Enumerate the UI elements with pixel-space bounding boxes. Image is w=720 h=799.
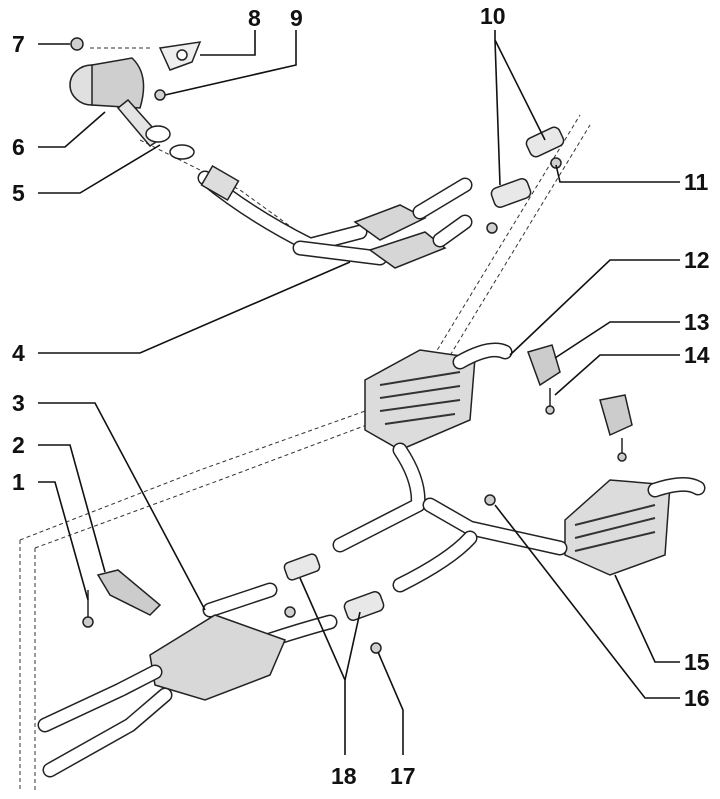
front-hanger: [82, 569, 162, 628]
callout-18: 18: [331, 763, 357, 789]
nut-small: [154, 89, 166, 101]
nut: [70, 37, 84, 51]
callout-labels: 1 2 3 4 5 6 7 8 9 10 11 12 13 14 15 16 1…: [12, 3, 710, 789]
callout-4: 4: [12, 340, 25, 366]
clamp-nut: [486, 222, 498, 234]
front-pipe-assembly: [69, 37, 473, 269]
clamp: [490, 178, 532, 208]
rubber-mount: [96, 569, 162, 616]
callout-3: 3: [12, 390, 25, 416]
hanger-bracket: [527, 344, 561, 387]
callout-5: 5: [12, 180, 25, 206]
flexible-joint: [200, 164, 240, 202]
callout-10: 10: [480, 3, 506, 29]
grommet: [484, 494, 496, 506]
front-muffler: [37, 582, 338, 778]
callout-12: 12: [684, 247, 710, 273]
rear-muffler-left: [364, 342, 513, 451]
clamp-set-upper: [486, 126, 565, 234]
flange-gasket: [145, 125, 171, 143]
clamp-center-lower: [343, 591, 385, 621]
callout-15: 15: [684, 649, 710, 675]
catalytic-converter-right-upper: [353, 204, 427, 241]
clamp-center-upper: [283, 553, 321, 581]
center-pipe-assembly: [283, 442, 568, 654]
leader-lines: [38, 30, 680, 755]
callout-9: 9: [290, 5, 303, 31]
clamp-nut-lower: [370, 642, 382, 654]
hanger-bracket-right: [599, 394, 633, 437]
assembly-frame: [19, 47, 591, 790]
clamp-right: [525, 126, 565, 158]
callout-8: 8: [248, 5, 261, 31]
rear-muffler-right: [564, 477, 706, 576]
callout-2: 2: [12, 432, 25, 458]
callout-7: 7: [12, 31, 25, 57]
rear-hangers: [527, 344, 633, 462]
callout-14: 14: [684, 342, 710, 368]
flange-gasket-lower: [169, 144, 195, 160]
mounting-bolt: [82, 616, 94, 628]
callout-16: 16: [684, 685, 710, 711]
hanger-bolt: [545, 405, 555, 415]
callout-13: 13: [684, 309, 710, 335]
callout-11: 11: [684, 169, 709, 195]
callout-1: 1: [12, 469, 25, 495]
callout-6: 6: [12, 134, 25, 160]
callout-17: 17: [390, 763, 416, 789]
catalytic-converter-right-lower: [368, 231, 447, 269]
